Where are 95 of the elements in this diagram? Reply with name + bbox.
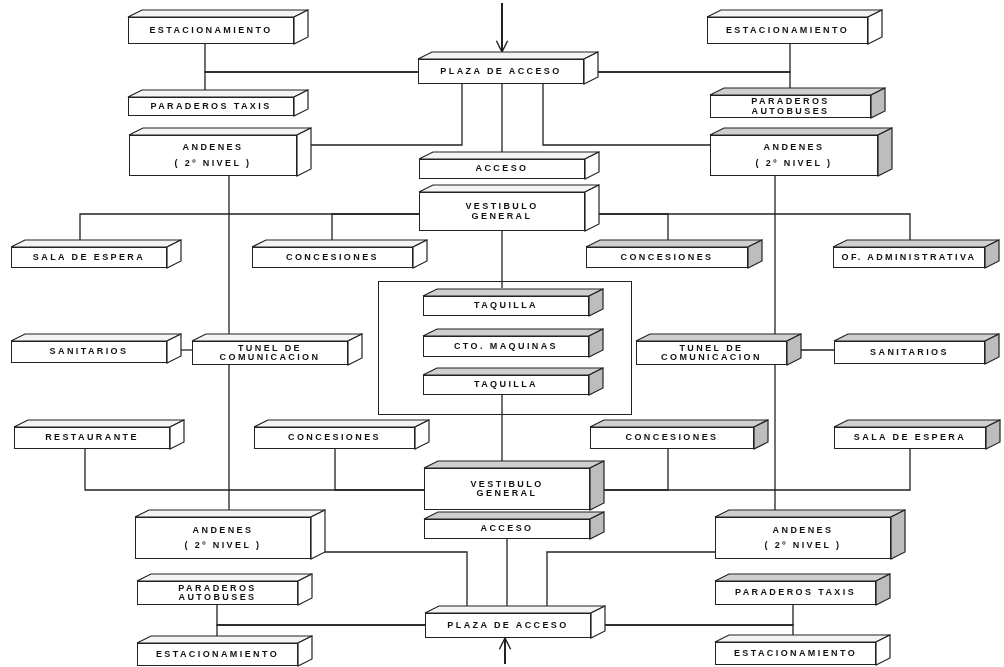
block-box	[192, 334, 362, 365]
box-label: PARADEROS TAXIS	[734, 588, 857, 598]
block-box	[137, 574, 312, 605]
block-box	[423, 329, 603, 357]
box-label: TAQUILLA	[474, 301, 538, 311]
connector-line	[501, 230, 503, 289]
block-box	[586, 240, 762, 268]
box-label: PLAZA DE ACCESO	[440, 66, 562, 77]
connector-line	[597, 71, 791, 89]
box-label: TUNEL DE COMUNICACION	[660, 343, 763, 363]
block-box	[254, 420, 429, 449]
box-label: ESTACIONAMIENTO	[155, 649, 280, 660]
connector-line	[331, 213, 420, 241]
connector-line	[310, 83, 463, 146]
block-box	[419, 152, 599, 179]
box-label: ACCESO	[480, 524, 534, 534]
block-box	[834, 420, 1000, 449]
box-label: PARADEROS TAXIS	[150, 101, 272, 112]
connector-line	[542, 83, 711, 146]
entry-arrow	[498, 637, 512, 665]
block-box	[707, 10, 882, 44]
box-label: SALA DE ESPERA	[32, 252, 146, 263]
block-box	[424, 512, 604, 539]
block-box	[636, 334, 801, 365]
connector-line	[598, 213, 911, 241]
box-label: ( 2º NIVEL )	[755, 158, 833, 168]
box-label: PARADEROS AUTOBUSES	[177, 583, 258, 603]
connector-line	[216, 624, 426, 637]
box-label: ACCESO	[475, 164, 529, 174]
box-label: VESTIBULO GENERAL	[464, 202, 540, 221]
block-box	[252, 240, 427, 268]
box-label: ANDENES	[763, 143, 825, 153]
connector-line	[228, 364, 230, 511]
block-box	[135, 510, 325, 559]
connector-line	[501, 393, 503, 462]
box-label: CONCESIONES	[625, 433, 719, 443]
box-label: VESTIBULO GENERAL	[469, 479, 545, 499]
block-box	[137, 636, 312, 666]
box-label: ESTACIONAMIENTO	[725, 25, 850, 36]
block-box	[715, 510, 905, 559]
box-label: CONCESIONES	[288, 433, 381, 443]
connector-line	[774, 175, 776, 335]
block-box	[715, 574, 890, 605]
block-box	[129, 128, 311, 176]
enclosure-frame	[378, 281, 632, 415]
connector-line	[180, 349, 193, 351]
box-label: CONCESIONES	[286, 252, 379, 263]
box-label: OF. ADMINISTRATIVA	[841, 252, 977, 263]
box-label: TUNEL DE COMUNICACION	[218, 343, 322, 363]
connector-line	[774, 364, 776, 511]
block-box	[425, 606, 605, 638]
block-box	[833, 240, 999, 268]
connector-line	[603, 448, 911, 491]
block-box	[424, 461, 604, 510]
connector-line	[800, 349, 835, 351]
block-box	[423, 368, 603, 395]
box-label: ESTACIONAMIENTO	[733, 648, 858, 659]
box-label: ANDENES	[772, 525, 834, 535]
block-box	[128, 10, 308, 44]
connector-line	[324, 551, 468, 607]
box-label: ( 2º NIVEL )	[764, 541, 842, 551]
connector-line	[501, 83, 503, 153]
box-label: CTO. MAQUINAS	[453, 341, 558, 352]
connector-line	[228, 175, 230, 335]
block-box	[715, 635, 890, 665]
box-label: ( 2º NIVEL )	[184, 541, 262, 551]
box-label: PLAZA DE ACCESO	[447, 620, 569, 631]
box-label: ANDENES	[182, 143, 244, 153]
connector-line	[546, 551, 716, 607]
entry-arrow	[495, 2, 509, 53]
connector-line	[334, 448, 425, 491]
block-box	[11, 240, 181, 268]
connector-line	[204, 71, 419, 91]
box-label: SANITARIOS	[49, 347, 129, 357]
block-box	[834, 334, 999, 364]
block-box	[423, 289, 603, 316]
box-label: PARADEROS AUTOBUSES	[750, 97, 831, 116]
box-label: TAQUILLA	[474, 380, 538, 390]
block-box	[710, 88, 885, 118]
box-label: SALA DE ESPERA	[853, 433, 967, 443]
connector-line	[604, 624, 794, 636]
connector-line	[506, 538, 508, 607]
box-label: RESTAURANTE	[45, 433, 139, 443]
block-box	[418, 52, 598, 84]
box-label: ( 2º NIVEL )	[174, 158, 252, 168]
box-label: SANITARIOS	[870, 347, 949, 358]
block-box	[14, 420, 184, 449]
block-box	[419, 185, 599, 231]
box-label: ESTACIONAMIENTO	[149, 25, 273, 36]
block-box	[710, 128, 892, 176]
box-label: CONCESIONES	[620, 252, 714, 263]
block-box	[128, 90, 308, 116]
block-box	[11, 334, 181, 363]
box-label: ANDENES	[192, 525, 254, 535]
block-box	[590, 420, 768, 449]
